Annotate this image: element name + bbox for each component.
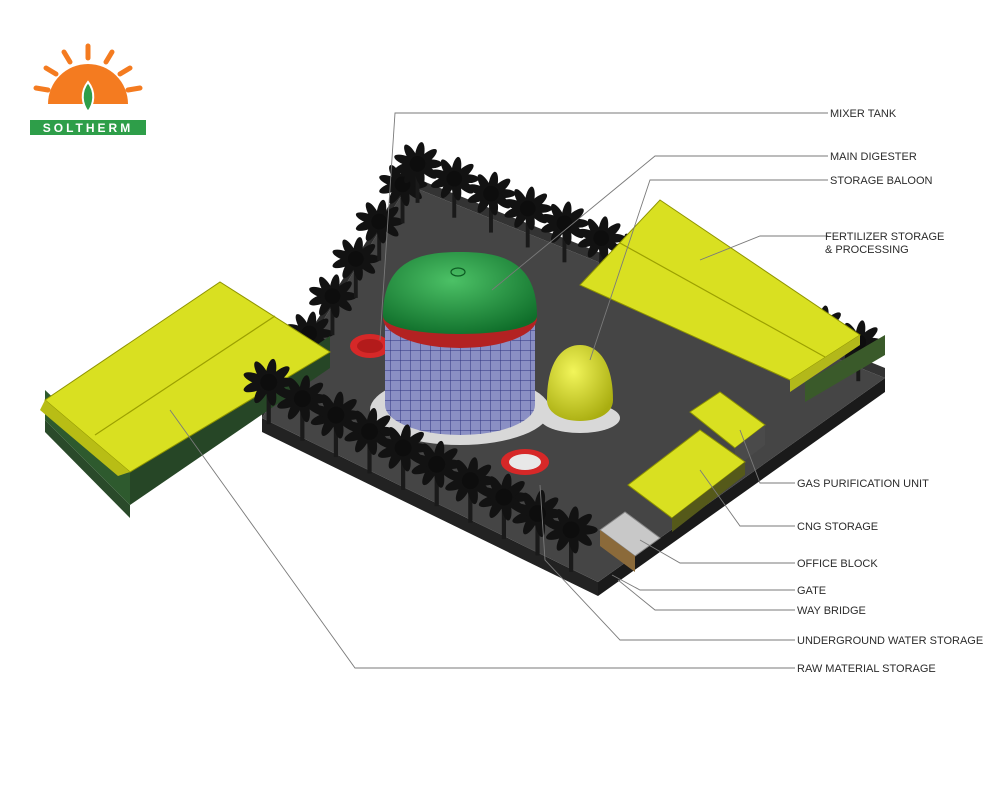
palm-tree-icon <box>467 171 516 233</box>
palm-tree-icon <box>332 237 381 298</box>
logo-text: SOLTHERM <box>43 121 133 135</box>
palm-tree-icon <box>546 506 598 572</box>
label-storage-balloon: STORAGE BALOON <box>830 175 933 187</box>
label-underground-water-storage: UNDERGROUND WATER STORAGE <box>797 635 983 647</box>
label-mixer-tank: MIXER TANK <box>830 108 897 120</box>
logo-banner <box>30 120 146 135</box>
label-fertilizer-storage: FERTILIZER STORAGE <box>825 231 944 243</box>
palm-tree-icon <box>504 186 553 248</box>
palm-tree-icon <box>243 358 296 425</box>
leader-lines <box>169 112 828 669</box>
label-main-digester: MAIN DIGESTER <box>830 151 917 163</box>
main-digester <box>370 252 550 445</box>
cng-storage <box>627 429 746 532</box>
label-raw-material-storage: RAW MATERIAL STORAGE <box>797 663 936 675</box>
label-gate: GATE <box>797 585 826 597</box>
underground-water-storage <box>501 449 549 475</box>
palm-tree-icon <box>355 199 404 261</box>
leaf-icon <box>81 80 95 114</box>
palm-tree-icon <box>378 424 430 490</box>
office-block <box>599 511 661 572</box>
label-office-block: OFFICE BLOCK <box>797 558 878 570</box>
tree-row-front <box>243 358 598 572</box>
gas-purification-unit <box>689 391 766 468</box>
label-fertilizer-processing: & PROCESSING <box>825 244 909 256</box>
label-way-bridge: WAY BRIDGE <box>797 605 866 617</box>
palm-tree-icon <box>394 142 443 203</box>
palm-tree-icon <box>512 490 565 556</box>
labels: MIXER TANK MAIN DIGESTER STORAGE BALOON … <box>797 108 983 675</box>
storage-balloon <box>540 345 620 433</box>
palm-tree-icon <box>309 274 358 336</box>
label-gas-purification: GAS PURIFICATION UNIT <box>797 478 929 490</box>
palm-tree-icon <box>310 391 363 458</box>
soltherm-logo: SOLTHERM <box>30 43 146 135</box>
palm-tree-icon <box>430 156 479 218</box>
fertilizer-storage-building <box>579 199 885 402</box>
mixer-tank <box>350 334 390 358</box>
palm-tree-icon <box>541 201 590 263</box>
label-cng-storage: CNG STORAGE <box>797 521 878 533</box>
